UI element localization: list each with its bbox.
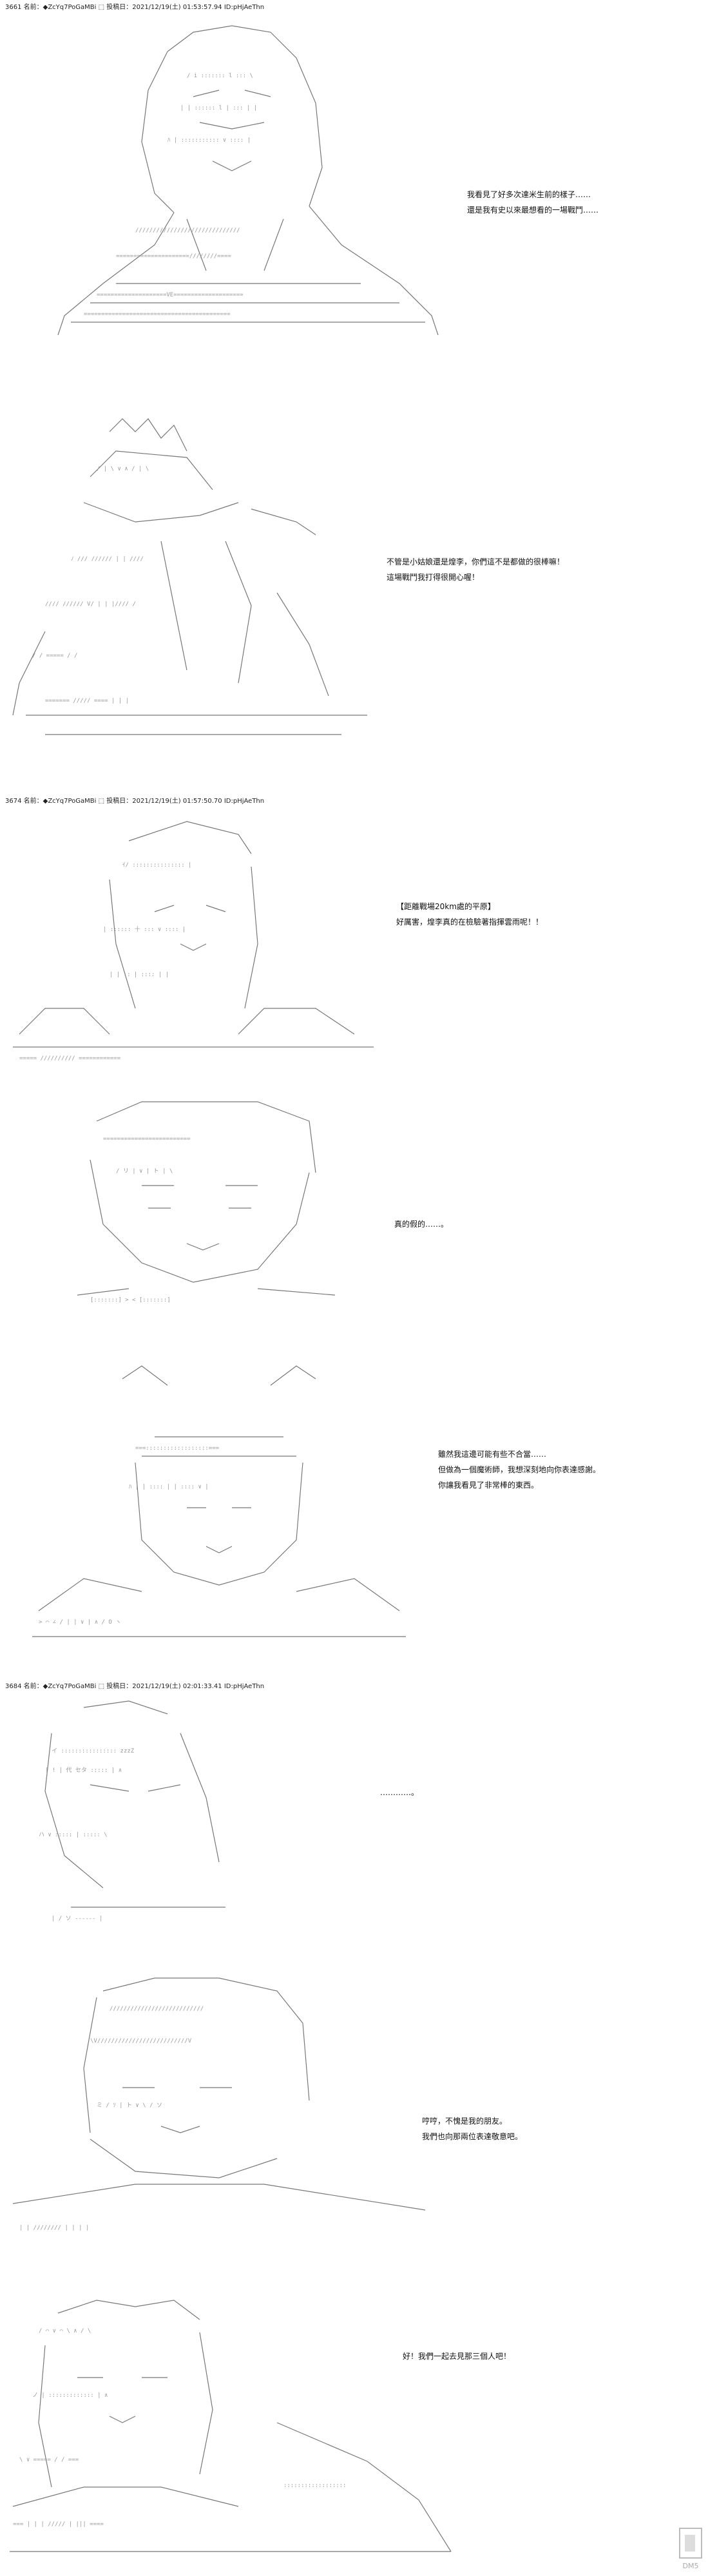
dm5-watermark: DM5 xyxy=(676,2527,705,2572)
svg-text:ﾊ | | :::: | | :::: ∨ |: ﾊ | | :::: | | :::: ∨ | xyxy=(129,1484,209,1490)
ascii-art-hooded-figure: / i ::::::: l ::: \ | | :::::: l | ::: |… xyxy=(39,13,451,341)
svg-text:ハ ∨ ::::: | ::::: \: ハ ∨ ::::: | ::::: \ xyxy=(39,1832,108,1838)
speech-bubble-3: 【距離戰場20km處的平原】 好厲害，煌李真的在檢驗著指揮雲雨呢！！ xyxy=(396,899,543,930)
svg-text://// ////// V/ | | |//// /: //// ////// V/ | | |//// / xyxy=(45,601,136,608)
svg-text:/ リ | ∨ | ト | \: / リ | ∨ | ト | \ xyxy=(116,1168,173,1175)
speech-line: 但做為一個魔術師，我想深刻地向你表達感謝。 xyxy=(438,1465,601,1474)
svg-text:===::::::::::::::::::===: ===::::::::::::::::::=== xyxy=(135,1445,220,1452)
svg-text:ﾊ | ::::::::::: ∨ :::: |: ﾊ | ::::::::::: ∨ :::: | xyxy=(167,137,251,144)
speech-line: 真的假的……。 xyxy=(394,1220,449,1229)
svg-text:| ! | 代 セタ ::::: | ∧: | ! | 代 セタ ::::: | ∧ xyxy=(45,1767,122,1774)
speech-line: 不管是小姑娘還是煌李，你們這不是都做的很棒嘛！ xyxy=(387,557,565,566)
speech-line: 還是我有史以來最想看的一場戰鬥…… xyxy=(467,206,599,215)
speech-line: 這場戰鬥我打得很開心喔！ xyxy=(387,573,480,582)
speech-line: 我看見了好多次達米生前的樣子…… xyxy=(467,190,591,199)
svg-text:| | :: | :::: | |: | | :: | :::: | | xyxy=(110,972,169,978)
ascii-art-group-figure: / ⌒ ∨ ⌒ \ ∧ / \ ノ | ::::::::::::: | ∧ \ … xyxy=(6,2294,457,2564)
ascii-art-face-closeup: ========================= / リ | ∨ | ト | … xyxy=(64,1095,341,1314)
svg-text:ノ | ::::::::::::: | ∧: ノ | ::::::::::::: | ∧ xyxy=(32,2392,108,2399)
post-header-3674: 3674 名前：◆ZcYq7PoGaMBi ⬚ 投稿日：2021/12/19(土… xyxy=(5,798,265,805)
speech-bubble-7: 哼哼，不愧是我的朋友。 我們也向那兩位表達敬意吧。 xyxy=(422,2113,522,2144)
speech-line: 我們也向那兩位表達敬意吧。 xyxy=(422,2132,523,2141)
svg-text://////////////////////////////: ////////////////////////////// xyxy=(135,227,240,234)
svg-text:====================VE========: ====================VE==================… xyxy=(97,292,244,298)
svg-text:/ | \ ∨ ∧ / | \: / | \ ∨ ∧ / | \ xyxy=(97,466,149,472)
speech-line: 【距離戰場20km處的平原】 xyxy=(396,902,495,911)
speech-bubble-1: 我看見了好多次達米生前的樣子…… 還是我有史以來最想看的一場戰鬥…… xyxy=(467,187,598,218)
post-header-3684: 3684 名前：◆ZcYq7PoGaMBi ⬚ 投稿日：2021/12/19(土… xyxy=(5,1683,265,1690)
speech-line: 好！我們一起去見那三個人吧！ xyxy=(403,2352,512,2361)
svg-text:=== | | | ///// | ||| ====: === | | | ///// | ||| ==== xyxy=(13,2521,104,2528)
dm5-logo-icon: DM5 xyxy=(679,2528,702,2570)
post-header-3661: 3661 名前：◆ZcYq7PoGaMBi ⬚ 投稿日：2021/12/19(土… xyxy=(5,4,265,11)
ascii-art-armored-figure: / | \ ∨ ∧ / | \ ﾉ /// ////// | | //// //… xyxy=(6,412,393,747)
svg-text:=========================: ========================= xyxy=(103,1136,191,1142)
svg-text:==============================: ========================================… xyxy=(84,311,231,318)
svg-text:/ ⌒ ∨ ⌒ \ ∧ / \: / ⌒ ∨ ⌒ \ ∧ / \ xyxy=(39,2328,91,2334)
svg-text:\ ∨ ===== / / ===: \ ∨ ===== / / === xyxy=(19,2457,79,2463)
speech-line: 你讓我看見了非常棒的東西。 xyxy=(438,1481,539,1490)
svg-text:ミ / ｿ | ト ∨ \ / ソ: ミ / ｿ | ト ∨ \ / ソ xyxy=(97,2102,162,2109)
speech-line: 好厲害，煌李真的在檢驗著指揮雲雨呢！！ xyxy=(396,918,544,927)
svg-text:| / ソ ------ |: | / ソ ------ | xyxy=(52,1916,102,1922)
speech-bubble-5: 雖然我這邊可能有些不合當…… 但做為一個魔術師，我想深刻地向你表達感謝。 你讓我… xyxy=(438,1447,600,1493)
speech-line: 雖然我這邊可能有些不合當…… xyxy=(438,1450,547,1459)
ascii-art-headband-figure: ===::::::::::::::::::=== ﾊ | | :::: | | … xyxy=(26,1360,412,1662)
svg-text:/ i ::::::: l ::: \: / i ::::::: l ::: \ xyxy=(187,73,253,79)
speech-bubble-4: 真的假的……。 xyxy=(394,1216,448,1232)
svg-text:ﾉ /// ////// | | ////: ﾉ /// ////// | | //// xyxy=(71,556,144,562)
speech-line: …………。 xyxy=(380,1788,419,1797)
watermark-label: DM5 xyxy=(683,2562,699,2570)
svg-text:| | //////// | | | |: | | //////// | | | | xyxy=(19,2225,89,2231)
svg-text:ｲ/ ::::::::::::::: |: ｲ/ ::::::::::::::: | xyxy=(122,862,191,869)
svg-text:===== ////////// ============: ===== ////////// ============ xyxy=(19,1055,121,1062)
speech-line: 哼哼，不愧是我的朋友。 xyxy=(422,2117,508,2126)
svg-text:======= ///// ==== | | |: ======= ///// ==== | | | xyxy=(45,698,129,704)
ascii-art-sleeping-figure: イ :::::::::::::::: zzzZ | ! | 代 セタ :::::… xyxy=(13,1695,283,1933)
speech-bubble-2: 不管是小姑娘還是煌李，你們這不是都做的很棒嘛！ 這場戰鬥我打得很開心喔！ xyxy=(387,554,564,585)
svg-text:イ :::::::::::::::: zzzZ: イ :::::::::::::::: zzzZ xyxy=(52,1748,135,1754)
svg-text:| :::::: 十 ::: ∨ :::: |: | :::::: 十 ::: ∨ :::: | xyxy=(103,925,186,933)
ascii-art-helmeted-figure: /////////////////////////// \V//////////… xyxy=(6,1972,432,2268)
svg-text:[:::::::] > < [:::::::]: [:::::::] > < [:::::::] xyxy=(90,1297,171,1303)
svg-text:=====================////////=: =====================////////==== xyxy=(116,253,231,260)
speech-bubble-8: 好！我們一起去見那三個人吧！ xyxy=(403,2349,511,2364)
svg-text:///////////////////////////: /////////////////////////// xyxy=(110,2006,204,2012)
svg-text:::::::::::::::::::: :::::::::::::::::: xyxy=(283,2483,347,2489)
svg-text:\V//////////////////////////V: \V//////////////////////////V xyxy=(90,2038,192,2044)
svg-text:/ / ===== / /: / / ===== / / xyxy=(32,653,77,659)
ascii-art-capped-figure: ｲ/ ::::::::::::::: | | :::::: 十 ::: ∨ ::… xyxy=(6,815,380,1066)
svg-text:> ⌒ ∠ / | | ∨ | ∧ / O ヽ: > ⌒ ∠ / | | ∨ | ∧ / O ヽ xyxy=(39,1619,121,1626)
svg-text:| | :::::: l | ::: | |: | | :::::: l | ::: | | xyxy=(180,105,257,111)
speech-bubble-6: …………。 xyxy=(380,1785,419,1800)
